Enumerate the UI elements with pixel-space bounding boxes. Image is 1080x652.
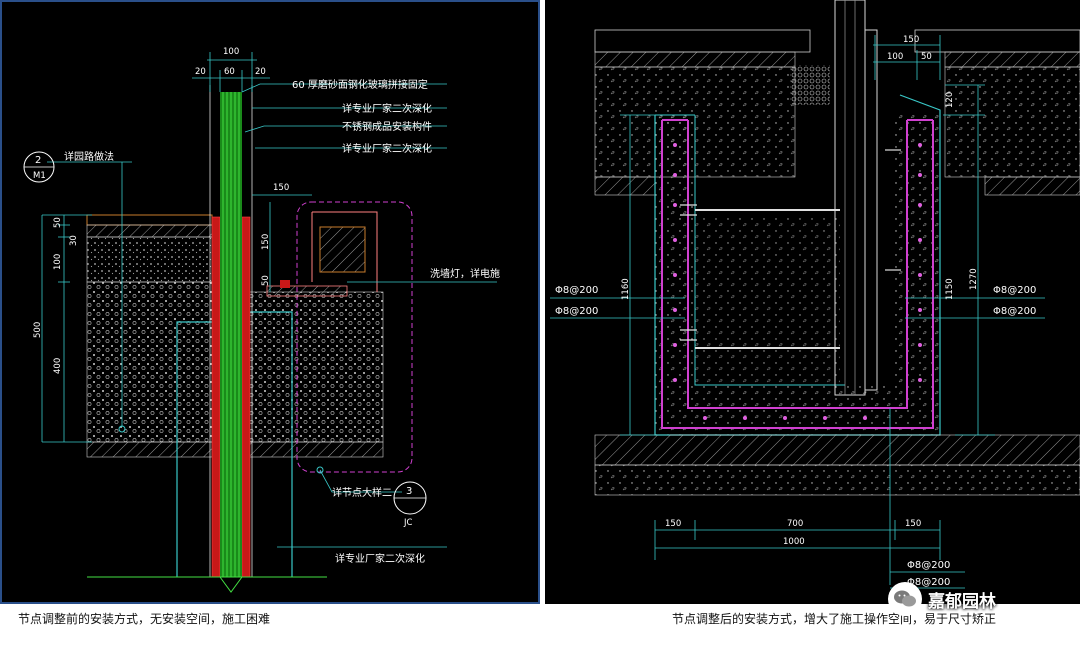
r-dim-bottom-c: 150 — [905, 519, 921, 529]
subgrade-right — [247, 441, 384, 458]
steel-frame-left — [211, 216, 221, 578]
caption-right: 节点调整后的安装方式，增大了施工操作空间，易于尺寸矫正 — [672, 612, 997, 626]
road-ref-sub: M1 — [33, 171, 46, 181]
watermark: 嘉郁园林 — [888, 579, 996, 619]
dim-total-h: 500 — [33, 322, 43, 338]
road-ref-num: 2 — [35, 155, 41, 166]
r-dim-top-b: 50 — [921, 52, 932, 62]
r-dim-bottom-total: 1000 — [783, 537, 805, 547]
r-dim-top-a: 100 — [887, 52, 903, 62]
detail-ref-num: 3 — [406, 486, 412, 497]
dim-offset: 150 — [273, 183, 289, 193]
glass-panel — [219, 92, 243, 593]
dim-lamp-small: 50 — [261, 275, 271, 286]
note-vendor-2: 详专业厂家二次深化 — [342, 142, 432, 155]
road-ref-symbol: 2 M1 — [23, 151, 55, 183]
concrete-fill-right — [247, 291, 384, 443]
detail-ref-sub: JC — [403, 518, 413, 528]
note-steel: 不锈钢成品安装构件 — [342, 120, 432, 133]
footing-outline-right — [248, 311, 293, 577]
note-glass: 60 厚磨砂面钢化玻璃拼接固定 — [292, 78, 428, 91]
concrete-fill-left — [86, 281, 213, 443]
r-dim-bottom-b: 700 — [787, 519, 803, 529]
rebar-label-l1: Φ8@200 — [555, 285, 598, 296]
r-dim-top-total: 150 — [903, 35, 919, 45]
steel-frame-right — [241, 216, 251, 578]
bedding-layer — [86, 224, 213, 238]
right-detail-drawing: 150 100 50 1160 120 1270 1150 150 700 15… — [545, 0, 1080, 604]
dim-h2: 30 — [69, 235, 79, 246]
rebar-outer — [661, 120, 934, 429]
dim-top-a: 20 — [195, 67, 206, 77]
dim-lamp-h: 150 — [261, 234, 271, 250]
detail-ref-label: 详节点大样二 — [332, 486, 392, 499]
base-layer — [86, 236, 213, 283]
rebar-label-b1: Φ8@200 — [907, 560, 950, 571]
top-paving-left — [594, 29, 811, 53]
r-dim-right-h1: 120 — [945, 92, 955, 108]
left-drawing-canvas: 100 20 60 20 150 150 50 500 50 30 100 40… — [23, 47, 500, 593]
watermark-text: 嘉郁园林 — [928, 591, 996, 612]
footing-outline-left — [176, 321, 212, 577]
dim-h1: 50 — [53, 217, 63, 228]
dim-h4: 400 — [53, 358, 63, 374]
wall-washer-lamp — [280, 280, 290, 288]
r-dim-bottom-a: 150 — [665, 519, 681, 529]
rebar-dots — [673, 143, 922, 420]
road-ref-label: 详园路做法 — [64, 150, 114, 163]
rebar-inner — [687, 120, 908, 409]
r-dim-right-h2: 1270 — [969, 268, 979, 290]
r-dim-left-h: 1160 — [621, 278, 631, 300]
dim-top-c: 20 — [255, 67, 266, 77]
lamp-label: 洗墙灯，详电施 — [430, 267, 500, 280]
soil-right — [944, 66, 1080, 178]
lamp-housing — [319, 226, 366, 273]
right-drawing-canvas: 150 100 50 1160 120 1270 1150 150 700 15… — [550, 0, 1080, 589]
rebar-label-b2: Φ8@200 — [907, 577, 950, 588]
subbase-layer — [594, 464, 1080, 496]
wechat-icon — [888, 582, 922, 616]
vendor-label: 详专业厂家二次深化 — [335, 552, 425, 565]
rebar-label-r2: Φ8@200 — [993, 306, 1036, 317]
lamp-box-boundary — [296, 201, 413, 473]
note-vendor-1: 详专业厂家二次深化 — [342, 102, 432, 115]
r-dim-right-h3: 1150 — [945, 278, 955, 300]
caption-left: 节点调整前的安装方式，无安装空间，施工困难 — [18, 612, 271, 626]
paving-layer — [86, 214, 213, 226]
dim-top-total: 100 — [223, 47, 239, 57]
trench-base — [695, 385, 895, 435]
dim-top-b: 60 — [224, 67, 235, 77]
detail-ref-symbol: 3 JC — [393, 481, 427, 528]
subgrade-left — [86, 441, 213, 458]
rebar-label-r1: Φ8@200 — [993, 285, 1036, 296]
rebar-label-l2: Φ8@200 — [555, 306, 598, 317]
dim-h3: 100 — [53, 254, 63, 270]
left-detail-drawing: 100 20 60 20 150 150 50 500 50 30 100 40… — [0, 0, 540, 604]
base-layer — [594, 434, 1080, 466]
